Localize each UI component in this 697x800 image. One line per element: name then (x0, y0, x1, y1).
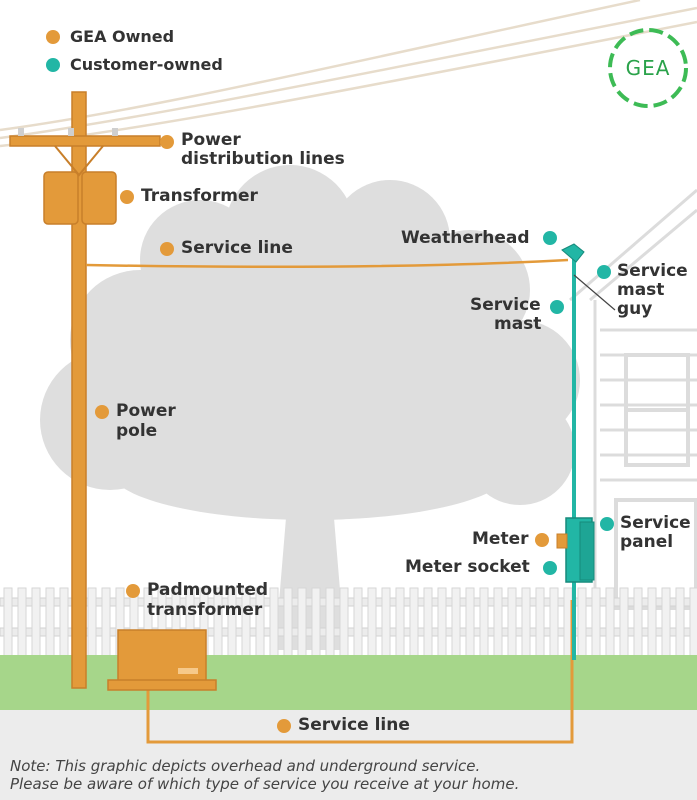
transformer-dot (120, 190, 134, 204)
power-pole-graphic (9, 91, 161, 689)
service-panel-label-1: Service (620, 513, 691, 533)
meter-socket-dot (543, 561, 557, 575)
weatherhead-label: Weatherhead (401, 228, 530, 248)
service-line-top-label: Service line (181, 238, 293, 258)
weatherhead-dot (543, 231, 557, 245)
legend-customer-dot (46, 58, 60, 72)
fence-picket (661, 587, 671, 657)
fence-picket (535, 587, 545, 657)
fence-picket (521, 587, 531, 657)
fence-picket (45, 587, 55, 657)
transformer-label: Transformer (141, 186, 258, 206)
fence-picket (647, 587, 657, 657)
service-line-bottom-dot (277, 719, 291, 733)
footnote: Note: This graphic depicts overhead and … (10, 757, 519, 793)
fence-picket (339, 587, 349, 657)
padmounted-transformer-graphic (107, 629, 217, 691)
fence-picket (437, 587, 447, 657)
fence-picket (689, 587, 697, 657)
fence-picket (577, 587, 587, 657)
service-line-top-dot (160, 242, 174, 256)
power-pole-label-2: pole (116, 421, 158, 441)
service-mast-label-2: mast (494, 314, 542, 334)
fence-picket (269, 587, 279, 657)
fence-picket (381, 587, 391, 657)
fence-picket (367, 587, 377, 657)
underground-service-line (146, 600, 574, 744)
padmounted-label-1: Padmounted (147, 580, 269, 600)
service-mast-label-1: Service (470, 295, 541, 315)
footnote-line-1: Note: This graphic depicts overhead and … (10, 757, 481, 775)
service-panel-label-2: panel (620, 532, 674, 552)
legend-owned-label: GEA Owned (70, 27, 175, 46)
padmounted-dot (126, 584, 140, 598)
footnote-line-2: Please be aware of which type of service… (10, 775, 520, 793)
overhead-service-line (85, 258, 569, 269)
meter-panel-graphic (556, 517, 595, 583)
meter-dot (535, 533, 549, 547)
fence-picket (395, 587, 405, 657)
fence-picket (675, 587, 685, 657)
service-panel-dot (600, 517, 614, 531)
fence-pickets (3, 587, 697, 657)
fence-picket (423, 587, 433, 657)
grass (0, 655, 697, 710)
fence-picket (465, 587, 475, 657)
fence-picket (409, 587, 419, 657)
fence-picket (507, 587, 517, 657)
gea-logo: GEA (625, 56, 671, 80)
meter-label: Meter (472, 529, 529, 549)
fence-picket (101, 587, 111, 657)
fence-picket (549, 587, 559, 657)
fence-picket (493, 587, 503, 657)
fence-picket (31, 587, 41, 657)
fence-picket (591, 587, 601, 657)
fence-picket (479, 587, 489, 657)
tree (40, 165, 580, 650)
legend-owned-dot (46, 30, 60, 44)
fence-picket (605, 587, 615, 657)
fence-picket (87, 587, 97, 657)
distribution-lines-label-2: distribution lines (181, 149, 345, 169)
service-mast-guy-label-2: mast (617, 280, 665, 300)
power-pole-dot (95, 405, 109, 419)
service-mast-guy-label-1: Service (617, 261, 688, 281)
gea-logo-ring (608, 28, 688, 108)
fence-picket (619, 587, 629, 657)
fence-picket (451, 587, 461, 657)
fence-picket (59, 587, 69, 657)
service-mast-guy-dot (597, 265, 611, 279)
fence-picket (3, 587, 13, 657)
fence-picket (633, 587, 643, 657)
distribution-lines-label-1: Power (181, 130, 241, 150)
service-mast-graphic (561, 243, 616, 660)
fence-picket (17, 587, 27, 657)
fence-picket (311, 587, 321, 657)
underground (0, 710, 697, 800)
distribution-lines-dot (160, 135, 174, 149)
power-pole-label-1: Power (116, 401, 176, 421)
service-mast-guy-label-3: guy (617, 299, 653, 319)
padmounted-label-2: transformer (147, 600, 263, 620)
fence-picket (283, 587, 293, 657)
fence-picket (353, 587, 363, 657)
meter-socket-label: Meter socket (405, 557, 530, 577)
service-line-bottom-label: Service line (298, 715, 410, 735)
fence-picket (325, 587, 335, 657)
fence-picket (297, 587, 307, 657)
service-mast-dot (550, 300, 564, 314)
legend-customer-label: Customer-owned (70, 55, 223, 74)
